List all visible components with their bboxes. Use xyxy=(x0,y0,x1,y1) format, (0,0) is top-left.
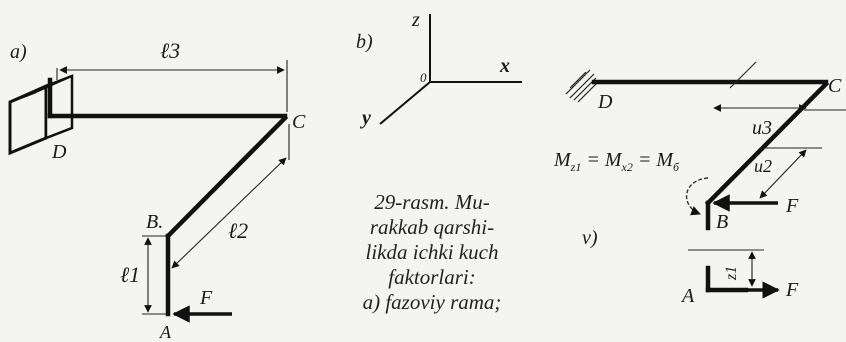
panel-b-axes: b) z x y 0 xyxy=(356,9,522,129)
figure-caption: 29-rasm. Mu- rakkab qarshi- likda ichki … xyxy=(316,190,548,315)
dimension-l3: ℓ3 xyxy=(56,38,288,112)
dim-u3-label: u3 xyxy=(752,117,772,139)
panel-a-spatial-frame: a) ℓ3 ℓ2 ℓ1 xyxy=(8,38,306,342)
dim-l1-label: ℓ1 xyxy=(120,262,140,287)
dimension-u3: u3 xyxy=(713,61,846,139)
caption-line-4: faktorlari: xyxy=(388,265,476,289)
dim-l2-label: ℓ2 xyxy=(228,218,248,243)
dim-l3-label: ℓ3 xyxy=(160,38,180,63)
force-F-label: F xyxy=(199,287,213,309)
caption-line-3: likda ichki kuch xyxy=(365,240,499,264)
caption-line-1: 29-rasm. Mu- xyxy=(374,190,490,214)
v-point-A-label: A xyxy=(680,285,695,307)
axis-y xyxy=(379,81,431,125)
axis-origin-label: 0 xyxy=(420,70,427,85)
v-force-F2-label: F xyxy=(785,279,799,301)
axis-y-label: y xyxy=(360,107,371,129)
v-point-C-label: C xyxy=(828,75,842,97)
panel-v-internal-forces: v) F F u3 u2 xyxy=(553,61,846,307)
dimension-l1: ℓ1 xyxy=(120,235,166,315)
member-CB xyxy=(164,114,289,240)
dimension-l2: ℓ2 xyxy=(171,124,290,269)
axis-x-label: x xyxy=(499,55,510,77)
caption-line-5: a) fazoviy rama; xyxy=(362,290,502,314)
dim-z1-label: z1 xyxy=(723,266,740,281)
axis-z-label: z xyxy=(411,9,420,31)
caption-line-2: rakkab qarshi- xyxy=(369,215,495,239)
panel-a-label: a) xyxy=(10,41,27,63)
v-point-B-label: B xyxy=(716,211,728,233)
wall-hatch xyxy=(565,69,599,103)
v-force-F1-label: F xyxy=(785,195,799,217)
v-point-D-label: D xyxy=(597,91,613,113)
point-B-label: B. xyxy=(146,211,163,233)
fixed-support-box xyxy=(8,74,74,156)
moment-equation: Mz1 = Mx2 = Mб xyxy=(553,149,680,174)
v-member-CB xyxy=(704,80,830,207)
moment-arrow-icon xyxy=(685,177,709,216)
dimension-z1: z1 xyxy=(688,249,764,287)
point-D-label: D xyxy=(51,141,67,163)
panel-b-label: b) xyxy=(356,31,373,53)
panel-v-label: v) xyxy=(582,227,598,249)
dimension-u2: u2 xyxy=(754,147,822,199)
point-C-label: C xyxy=(292,111,306,133)
point-A-label: A xyxy=(159,322,172,342)
dim-u2-label: u2 xyxy=(754,156,772,176)
